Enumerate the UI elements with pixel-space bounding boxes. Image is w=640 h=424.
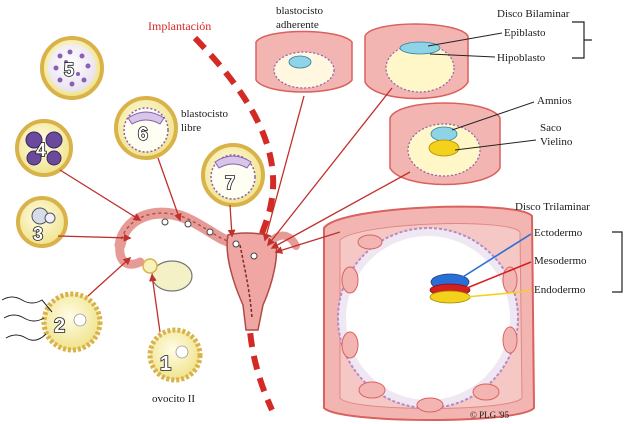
amnion-leader bbox=[451, 101, 535, 131]
arrow-7-to-uterus bbox=[227, 204, 236, 238]
stage-3-zygote: 3 bbox=[16, 196, 68, 248]
epiblast-label: Epiblasto bbox=[504, 27, 546, 39]
stage-number-3: 3 bbox=[33, 224, 43, 244]
uterus-tube-illustration bbox=[114, 207, 300, 331]
yolk-sac-label-line2: Vielino bbox=[540, 136, 573, 148]
stage-6-free-blastocyst: 6 bbox=[114, 96, 178, 160]
adherent-blastocyst bbox=[255, 30, 353, 93]
trilaminar-disc-label: Disco Trilaminar bbox=[515, 201, 590, 213]
stage-number-2: 2 bbox=[54, 315, 65, 337]
endoderm-leader bbox=[465, 290, 532, 298]
stage-2-fertilization: 2 bbox=[1, 291, 103, 353]
hypoblast-leader bbox=[429, 53, 496, 58]
amnion-yolk-sac-panel bbox=[389, 102, 501, 186]
yolk-sac-leader bbox=[454, 139, 537, 151]
bilaminar-disc-label: Disco Bilaminar bbox=[497, 8, 570, 20]
mesoderm-label: Mesodermo bbox=[534, 255, 587, 267]
arrow-4-to-tube bbox=[59, 169, 142, 221]
adherent-label-line2: adherente bbox=[276, 19, 319, 31]
yolk-sac-label-line1: Saco bbox=[540, 122, 562, 134]
stage-4-four-cell: 4 bbox=[15, 119, 73, 177]
stage-number-5: 5 bbox=[64, 60, 74, 80]
arrow-1-to-ovary bbox=[149, 273, 161, 333]
stage-number-4: 4 bbox=[36, 140, 46, 160]
arrow-adherent bbox=[262, 95, 305, 242]
hypoblast-label: Hipoblasto bbox=[497, 52, 546, 64]
ovary bbox=[151, 260, 193, 292]
mesoderm-leader bbox=[461, 261, 532, 291]
arrow-6-to-tube bbox=[157, 157, 182, 222]
arrow-trilaminar bbox=[274, 231, 341, 254]
stage-number-7: 7 bbox=[225, 173, 235, 193]
trilaminar-disc-panel bbox=[323, 205, 536, 421]
stage-7-blastocyst: 7 bbox=[201, 143, 265, 207]
bilaminar-bracket bbox=[572, 21, 592, 59]
stage-1-oocyte: 1 bbox=[147, 327, 203, 383]
implantation-label: Implantación bbox=[148, 19, 211, 33]
epiblast-leader bbox=[427, 32, 503, 47]
free-blastocyst-label-line1: blastocisto bbox=[181, 108, 229, 120]
adherent-label-line1: blastocisto bbox=[276, 5, 324, 17]
signature: © PLG '95 bbox=[470, 410, 509, 420]
implantation-dashed-curve bbox=[192, 35, 277, 412]
amnion-label: Amnios bbox=[537, 95, 572, 107]
trilaminar-bracket bbox=[612, 231, 623, 293]
arrow-3-to-tube bbox=[57, 233, 132, 242]
ectoderm-leader bbox=[457, 233, 532, 281]
arrow-bilaminar bbox=[267, 87, 393, 247]
endoderm-label: Endodermo bbox=[534, 284, 586, 296]
oocyte-label: ovocito II bbox=[152, 393, 195, 405]
stage-number-1: 1 bbox=[160, 353, 171, 375]
arrow-amnion bbox=[270, 171, 411, 249]
free-blastocyst-label-line2: libre bbox=[181, 122, 201, 134]
bilaminar-disc-panel bbox=[364, 23, 469, 100]
ectoderm-label: Ectodermo bbox=[534, 227, 583, 239]
process-arrows bbox=[57, 87, 411, 333]
arrow-2-to-tube bbox=[87, 256, 132, 297]
stage-5-morula: 5 bbox=[40, 36, 104, 100]
stage-number-6: 6 bbox=[138, 124, 148, 144]
